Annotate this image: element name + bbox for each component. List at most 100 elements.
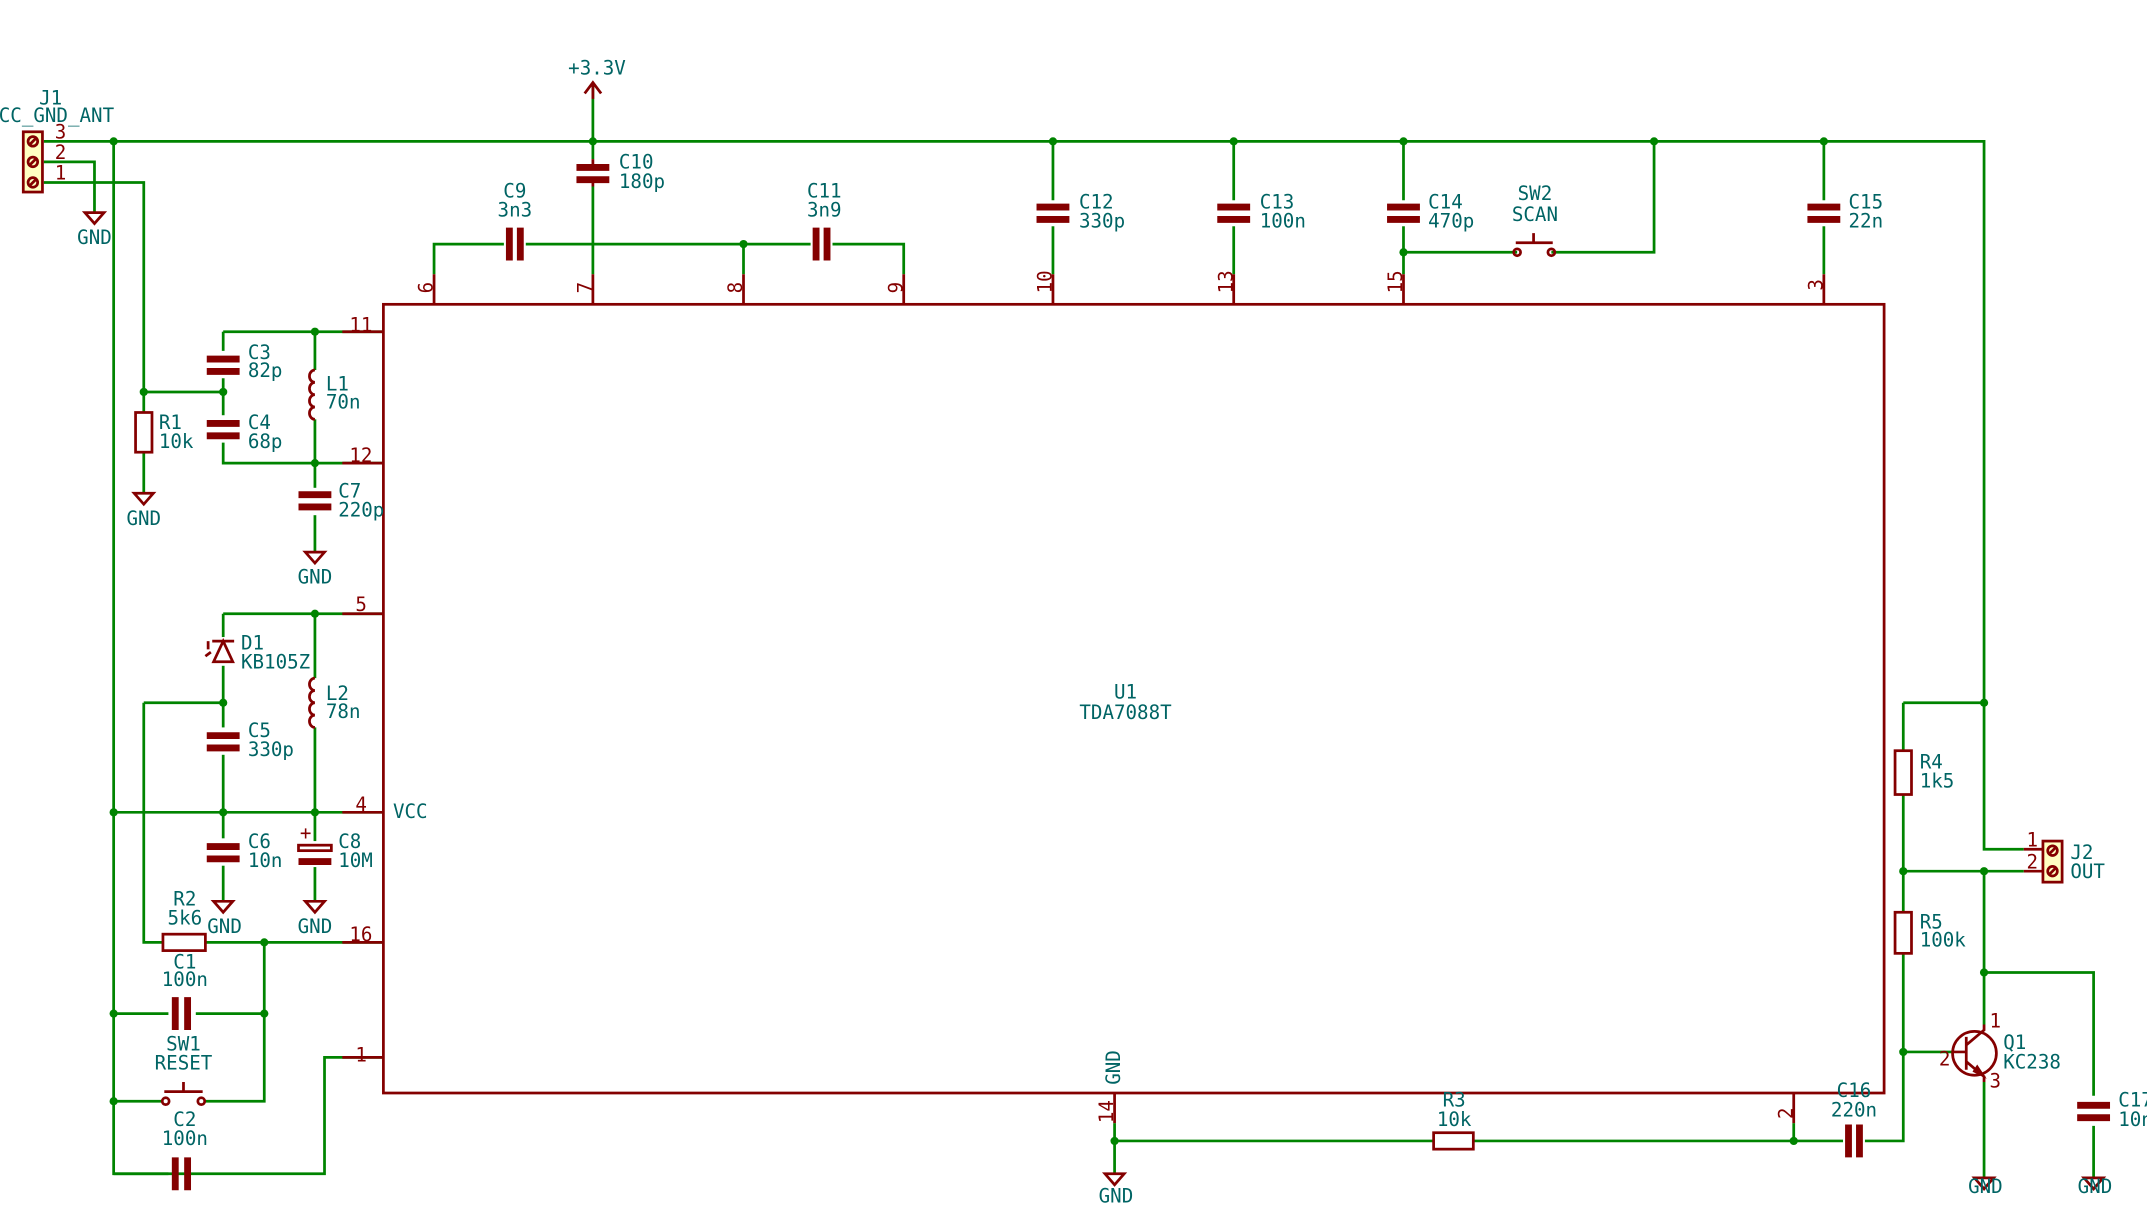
- r2-ref: R2: [173, 887, 196, 910]
- gnd-label: GND: [126, 507, 161, 530]
- diode-d1: D1 KB105Z: [204, 631, 310, 674]
- capacitors: C10 180p C9 3n3 C11 3n9 C12 330p C13 100…: [162, 151, 2147, 1191]
- c17-value: 10n: [2118, 1108, 2147, 1131]
- pin-10: 10: [1034, 270, 1057, 293]
- j1-pin-2: 2: [55, 141, 67, 164]
- wires: [43, 82, 2095, 1178]
- pin-13: 13: [1214, 270, 1237, 293]
- j2-pin-1: 1: [2027, 829, 2039, 852]
- r5-ref: R5: [1920, 911, 1943, 934]
- capacitor-c5: C5 330p: [206, 719, 294, 761]
- c8-polarity: +: [300, 822, 312, 845]
- c13-value: 100n: [1260, 210, 1306, 233]
- gnd-symbol-icon: GND: [77, 211, 112, 249]
- q1-ref: Q1: [2003, 1031, 2026, 1054]
- junctions: [109, 137, 1989, 1146]
- c3-value: 82p: [248, 359, 283, 382]
- r1-ref: R1: [159, 411, 182, 434]
- r3-value: 10k: [1437, 1108, 1472, 1131]
- j2-ref: J2: [2070, 841, 2093, 864]
- c9-value: 3n3: [498, 199, 533, 222]
- c7-ref: C7: [338, 479, 361, 502]
- capacitor-c10: C10 180p: [576, 151, 665, 193]
- c16-ref: C16: [1837, 1079, 1872, 1102]
- c8-ref: C8: [338, 830, 361, 853]
- c12-ref: C12: [1079, 190, 1114, 213]
- capacitor-c6: C6 10n: [206, 830, 282, 872]
- gnd-label: GND: [207, 915, 242, 938]
- gnd-symbol-icon: GND: [298, 550, 332, 589]
- capacitor-c12: C12 330p: [1036, 190, 1125, 233]
- gnd-symbol-icon: GND: [1968, 1175, 2003, 1198]
- c5-value: 330p: [248, 738, 294, 761]
- pin-16: 16: [349, 923, 372, 946]
- c11-value: 3n9: [807, 199, 842, 222]
- connector-j2: 1 2 J2 OUT: [2023, 829, 2105, 884]
- gnd-symbol-icon: GND: [298, 899, 332, 938]
- c2-value: 100n: [162, 1127, 208, 1150]
- c14-value: 470p: [1428, 210, 1474, 233]
- c5-ref: C5: [248, 719, 271, 742]
- pin-9: 9: [884, 282, 907, 294]
- capacitor-c9: C9 3n3: [498, 180, 533, 261]
- ic-ref: U1: [1114, 681, 1137, 704]
- gnd-label: GND: [1968, 1175, 2003, 1198]
- switch-sw1: SW1 RESET: [155, 1033, 213, 1107]
- inductor-l1: L1 70n: [308, 368, 361, 421]
- ic-body: [382, 302, 1886, 1095]
- capacitor-c17: C17 10n: [2077, 1089, 2147, 1131]
- d1-value: KB105Z: [241, 651, 310, 674]
- pin-11: 11: [349, 314, 372, 337]
- r3-ref: R3: [1443, 1089, 1466, 1112]
- j1-value: VCC_GND_ANT: [0, 104, 115, 127]
- c2-ref: C2: [173, 1108, 196, 1131]
- c16-value: 220n: [1831, 1098, 1877, 1121]
- switch-sw2: SW2 SCAN: [1512, 182, 1558, 258]
- capacitor-c13: C13 100n: [1217, 190, 1306, 233]
- capacitor-c7: C7 220p: [298, 479, 384, 522]
- pin-15: 15: [1384, 270, 1407, 293]
- pin-12: 12: [349, 444, 372, 467]
- r4-ref: R4: [1920, 750, 1943, 773]
- vcc-arrow-icon: +3.3V: [568, 56, 626, 99]
- q1-value: KC238: [2003, 1050, 2061, 1073]
- j2-pin-2: 2: [2027, 850, 2039, 873]
- resistor-r4: R4 1k5: [1893, 749, 1955, 796]
- gnd-symbol-icon: GND: [2078, 1175, 2113, 1198]
- q1-pin-2: 2: [1939, 1048, 1951, 1071]
- capacitor-c8: + C8 10M: [297, 822, 373, 872]
- vcc-label: +3.3V: [568, 56, 626, 79]
- l1-ref: L1: [326, 373, 349, 396]
- gnd-symbol-icon: GND: [126, 491, 161, 530]
- sw1-value: RESET: [155, 1052, 213, 1075]
- capacitor-c16: C16 220n: [1831, 1079, 1877, 1158]
- l1-value: 70n: [326, 390, 361, 413]
- inductors: L1 70n L2 78n: [308, 368, 361, 729]
- capacitor-c3: C3 82p: [206, 341, 283, 382]
- capacitor-c14: C14 470p: [1387, 190, 1474, 233]
- capacitor-c2: C2 100n: [162, 1108, 208, 1191]
- transistor-q1: 1 2 3 Q1 KC238: [1939, 1009, 2061, 1092]
- gnd-symbol-icon: GND: [207, 899, 242, 938]
- pin-4-name: VCC: [393, 800, 428, 823]
- pin-7: 7: [574, 282, 597, 294]
- c15-value: 22n: [1849, 210, 1884, 233]
- c4-ref: C4: [248, 411, 271, 434]
- c11-ref: C11: [807, 180, 842, 203]
- ic-u1: U1 TDA7088T 11 12 5 4 VCC 16 1 6 7 8 9 1…: [342, 270, 1886, 1123]
- pin-6: 6: [415, 282, 438, 294]
- r1-value: 10k: [159, 430, 194, 453]
- c1-value: 100n: [162, 968, 208, 991]
- j1-pin-1: 1: [55, 162, 67, 185]
- r4-value: 1k5: [1920, 770, 1955, 793]
- resistors: R1 10k R2 5k6 R3 10k R4 1k5 R5 100k: [134, 411, 1966, 1151]
- q1-pin-1: 1: [1990, 1009, 2002, 1032]
- resistor-r1: R1 10k: [134, 411, 194, 454]
- pin-2: 2: [1774, 1107, 1797, 1119]
- pin-8: 8: [724, 282, 747, 294]
- resistor-r2: R2 5k6: [161, 887, 207, 952]
- c12-value: 330p: [1079, 210, 1125, 233]
- l2-ref: L2: [326, 682, 349, 705]
- c1-ref: C1: [173, 950, 196, 973]
